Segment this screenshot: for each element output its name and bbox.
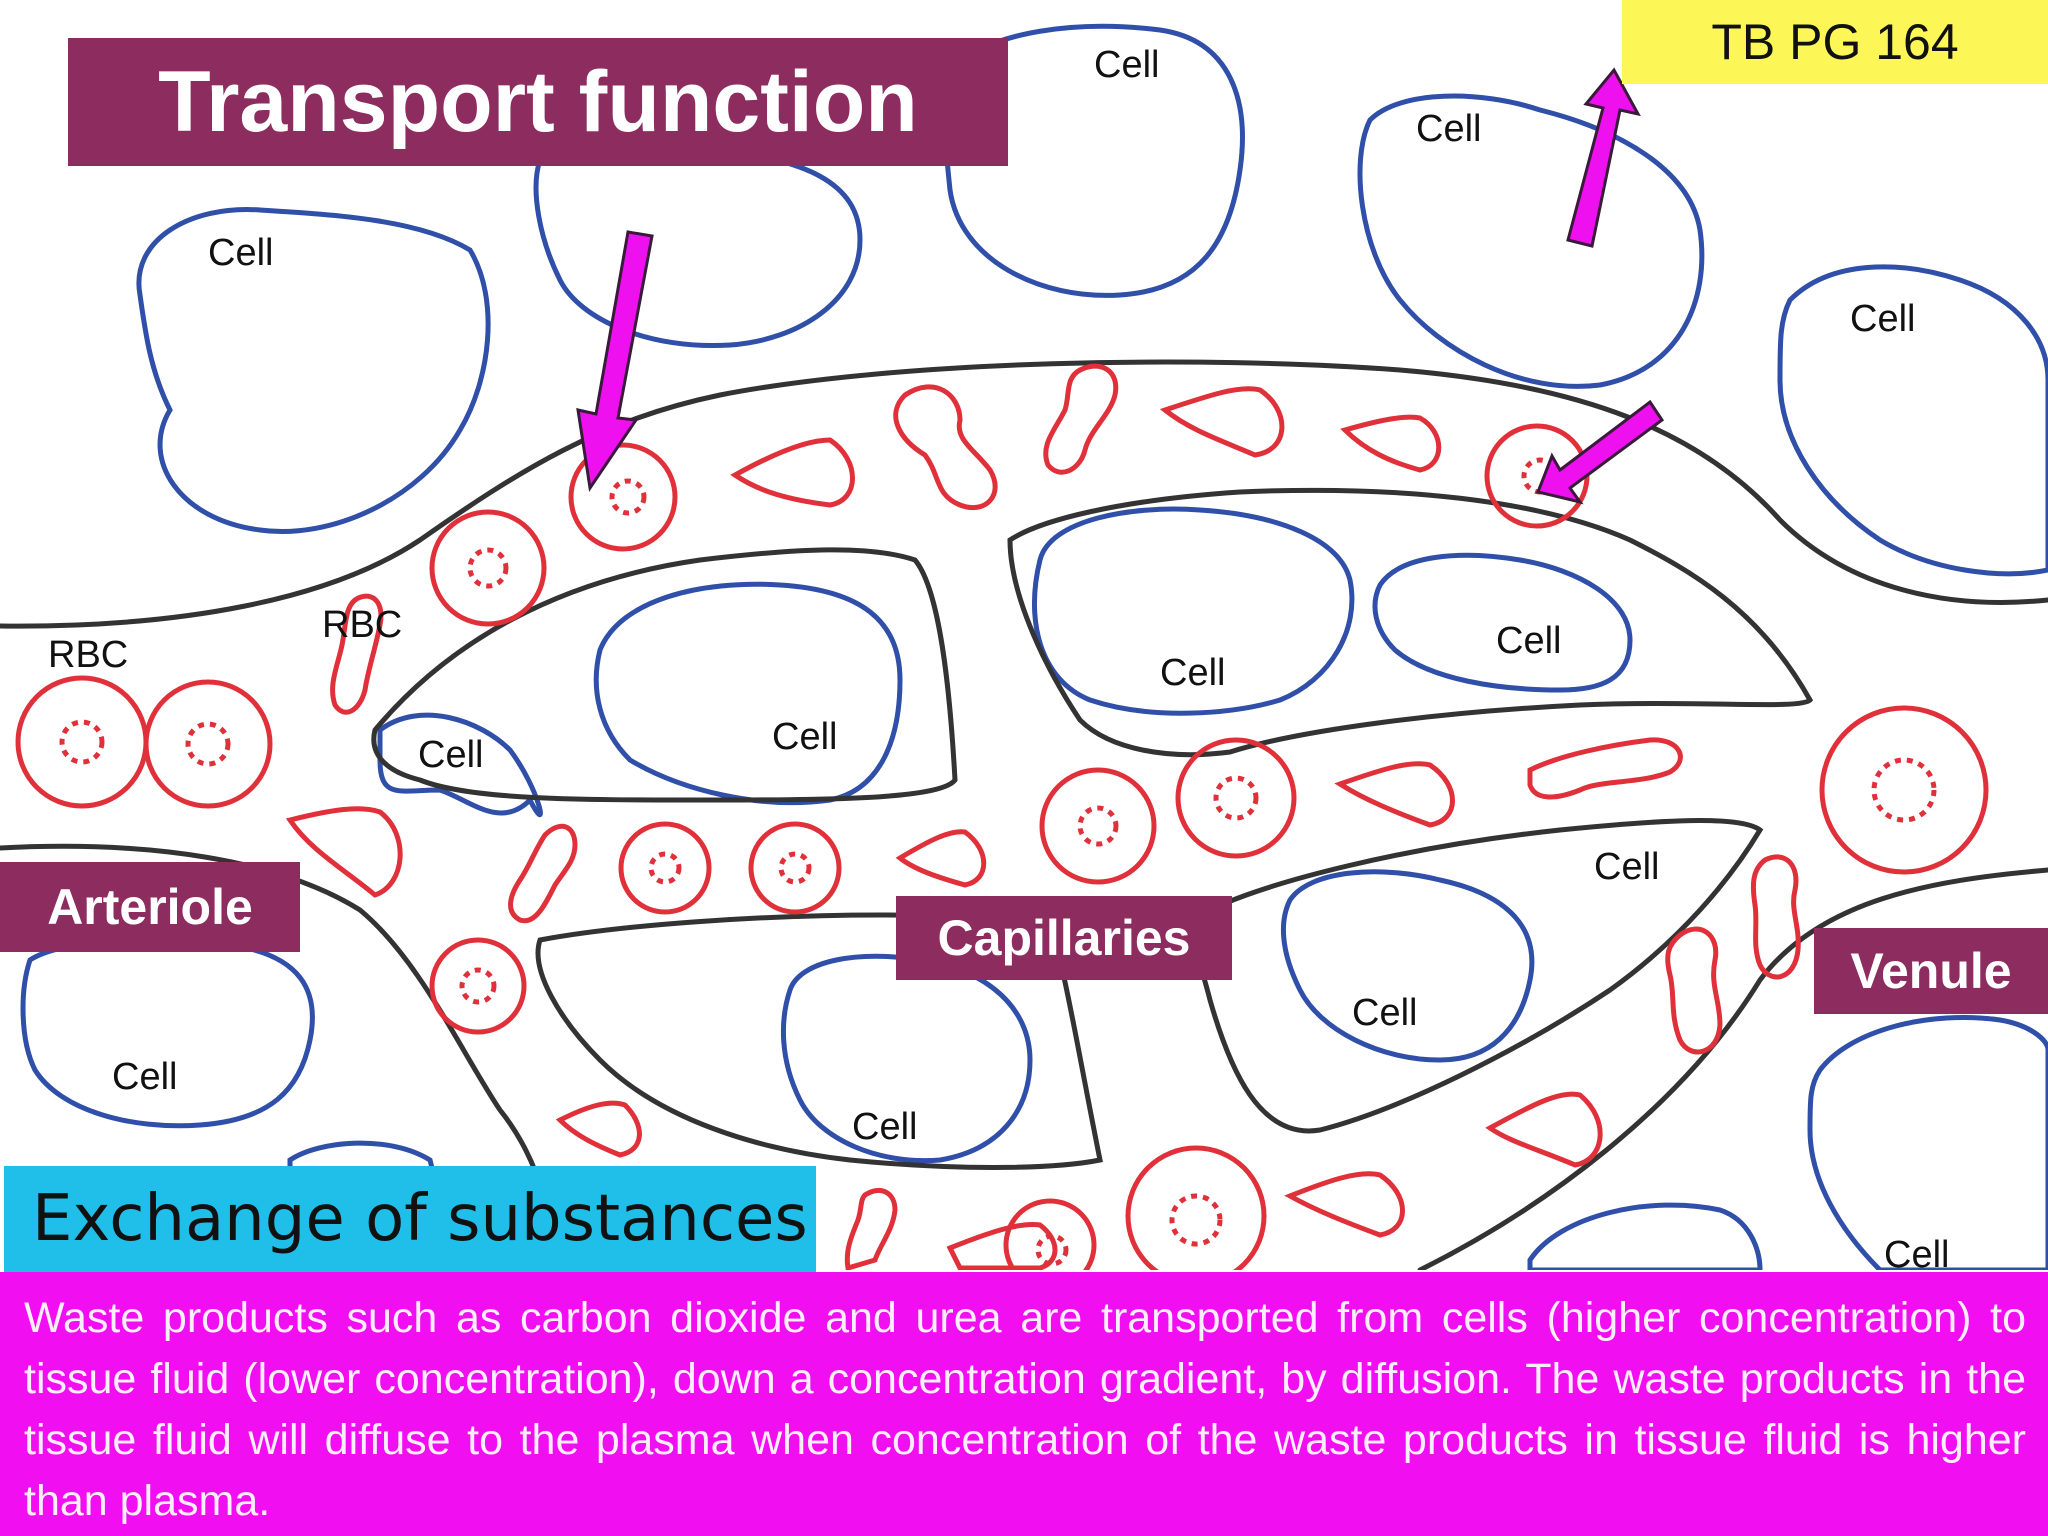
capillaries-label: Capillaries bbox=[896, 896, 1232, 980]
section-subtitle: Exchange of substances bbox=[4, 1166, 816, 1272]
rbc-side bbox=[1485, 1091, 1603, 1168]
tissue-cell bbox=[593, 581, 903, 806]
rbc-side bbox=[895, 829, 987, 888]
cell-label: Cell bbox=[852, 1106, 918, 1148]
cell-label: Cell bbox=[208, 232, 274, 274]
cell-label: Cell bbox=[1884, 1234, 1950, 1276]
rbc-dumbbell bbox=[1043, 363, 1119, 475]
rbc-side bbox=[1284, 1171, 1405, 1238]
cell-label: Cell bbox=[1160, 652, 1226, 694]
rbc-dumbbell bbox=[1750, 854, 1801, 980]
rbc bbox=[568, 442, 678, 552]
cell-label: Cell bbox=[112, 1056, 178, 1098]
vessel-wall bbox=[1007, 487, 1814, 758]
arteriole-label: Arteriole bbox=[0, 862, 300, 952]
vessel-wall bbox=[0, 359, 2048, 629]
rbc-label: RBC bbox=[48, 634, 129, 676]
rbc-side bbox=[1159, 386, 1285, 458]
rbc-side bbox=[285, 806, 403, 898]
rbc-dumbbell bbox=[1527, 737, 1683, 800]
tissue-cell bbox=[941, 23, 1245, 298]
arrow-into-capillary bbox=[576, 230, 654, 493]
vessel-wall bbox=[371, 547, 958, 803]
rbc bbox=[618, 821, 712, 915]
rbc-dumbbell bbox=[508, 823, 578, 924]
cell-label: Cell bbox=[1416, 108, 1482, 150]
rbc-side bbox=[1340, 414, 1442, 473]
textbook-page-reference: TB PG 164 bbox=[1622, 0, 2048, 84]
tissue-cell bbox=[1807, 1015, 2048, 1270]
rbc bbox=[429, 509, 547, 627]
explanation-text: Waste products such as carbon dioxide an… bbox=[0, 1272, 2048, 1536]
rbc bbox=[1039, 767, 1157, 885]
rbc-label: RBC bbox=[322, 604, 403, 646]
tissue-cell bbox=[1032, 506, 1355, 716]
tissue-cell bbox=[1527, 1202, 1763, 1270]
rbc bbox=[1175, 737, 1297, 859]
rbc-dumbbell bbox=[844, 1188, 898, 1270]
cell-label: Cell bbox=[1352, 992, 1418, 1034]
rbc bbox=[748, 821, 842, 915]
tissue-cell bbox=[136, 207, 491, 534]
tissue-cell bbox=[533, 137, 863, 349]
tissue-cells bbox=[20, 23, 2048, 1270]
cell-label: Cell bbox=[772, 716, 838, 758]
arrow-into-rbc bbox=[1535, 399, 1665, 505]
red-blood-cells bbox=[15, 363, 1989, 1270]
vessel-wall bbox=[1187, 818, 1764, 1134]
rbc bbox=[429, 937, 527, 1035]
capillary-diagram bbox=[0, 23, 2048, 1270]
arrow-out-to-cell bbox=[1566, 67, 1641, 248]
rbc-dumbbell bbox=[893, 384, 998, 511]
rbc bbox=[15, 675, 149, 809]
tissue-cell bbox=[287, 1140, 444, 1203]
vessel-walls bbox=[0, 359, 2048, 1270]
tissue-cell bbox=[377, 712, 543, 818]
tissue-cell bbox=[1280, 869, 1535, 1063]
rbc-side bbox=[555, 1100, 642, 1158]
vessel-wall bbox=[535, 912, 1103, 1170]
rbc bbox=[143, 679, 273, 809]
tissue-cell bbox=[1357, 93, 1705, 389]
rbc-side bbox=[730, 437, 855, 508]
rbc-dumbbell bbox=[1665, 926, 1723, 1055]
cell-label: Cell bbox=[1850, 298, 1916, 340]
rbc-side bbox=[946, 1221, 1058, 1270]
rbc bbox=[1819, 705, 1989, 875]
diffusion-arrows bbox=[576, 67, 1665, 505]
cell-label: Cell bbox=[1594, 846, 1660, 888]
cell-label: Cell bbox=[1094, 44, 1160, 86]
tissue-cell bbox=[1777, 264, 2048, 577]
page-title: Transport function bbox=[68, 38, 1008, 166]
tissue-cell bbox=[1372, 552, 1633, 693]
cell-label: Cell bbox=[418, 734, 484, 776]
cell-label: Cell bbox=[1496, 620, 1562, 662]
venule-label: Venule bbox=[1814, 928, 2048, 1014]
vessel-wall bbox=[1417, 867, 2048, 1270]
rbc-dumbbell bbox=[330, 593, 384, 715]
rbc-side bbox=[1334, 761, 1455, 828]
rbc bbox=[1125, 1145, 1267, 1270]
